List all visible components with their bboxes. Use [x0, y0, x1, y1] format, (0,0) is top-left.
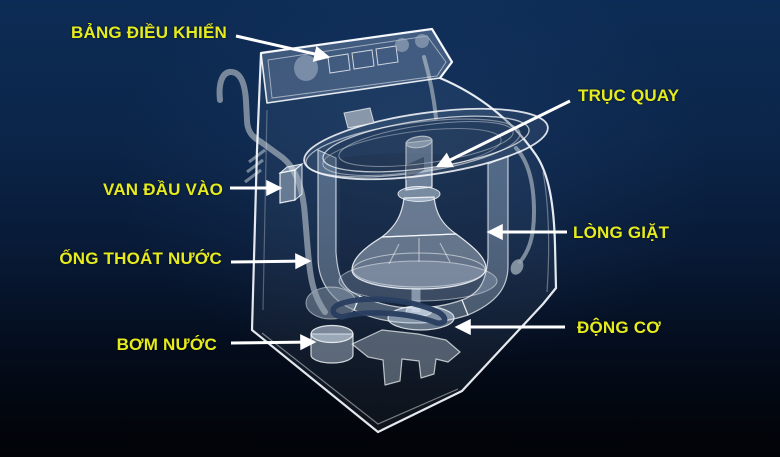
label-motor: ĐỘNG CƠ: [577, 318, 661, 337]
label-drain-hose: ỐNG THOÁT NƯỚC: [59, 249, 222, 268]
cabinet-outline: [250, 27, 558, 434]
label-inlet-valve: VAN ĐẦU VÀO: [103, 180, 223, 199]
arrow-water-pump: [230, 334, 317, 351]
arrow-control-panel: [235, 34, 331, 62]
control-panel-part: [260, 28, 453, 104]
drive-belt: [330, 296, 448, 326]
panel-dial: [294, 55, 318, 81]
panel-button: [351, 49, 375, 70]
panel-round-button: [395, 38, 409, 52]
inlet-valve-part: [244, 148, 304, 204]
power-cord: [422, 55, 537, 275]
arrow-spin-shaft: [435, 99, 571, 168]
panel-button: [375, 45, 399, 66]
agitator-spin-shaft-part: [338, 135, 498, 312]
panel-button: [327, 53, 351, 74]
label-control-panel: BẢNG ĐIỀU KHIỂN: [70, 23, 227, 42]
lid-lock-tab: [343, 107, 375, 129]
callout-arrows: [230, 34, 571, 351]
label-water-pump: BƠM NƯỚC: [116, 335, 217, 354]
top-opening-rim: [303, 107, 549, 181]
label-wash-tub: LÒNG GIẶT: [573, 223, 670, 242]
arrow-drain-hose: [230, 253, 312, 270]
base-bracket: [261, 329, 461, 425]
label-spin-shaft: TRỤC QUAY: [578, 86, 680, 105]
panel-round-button: [415, 34, 429, 48]
